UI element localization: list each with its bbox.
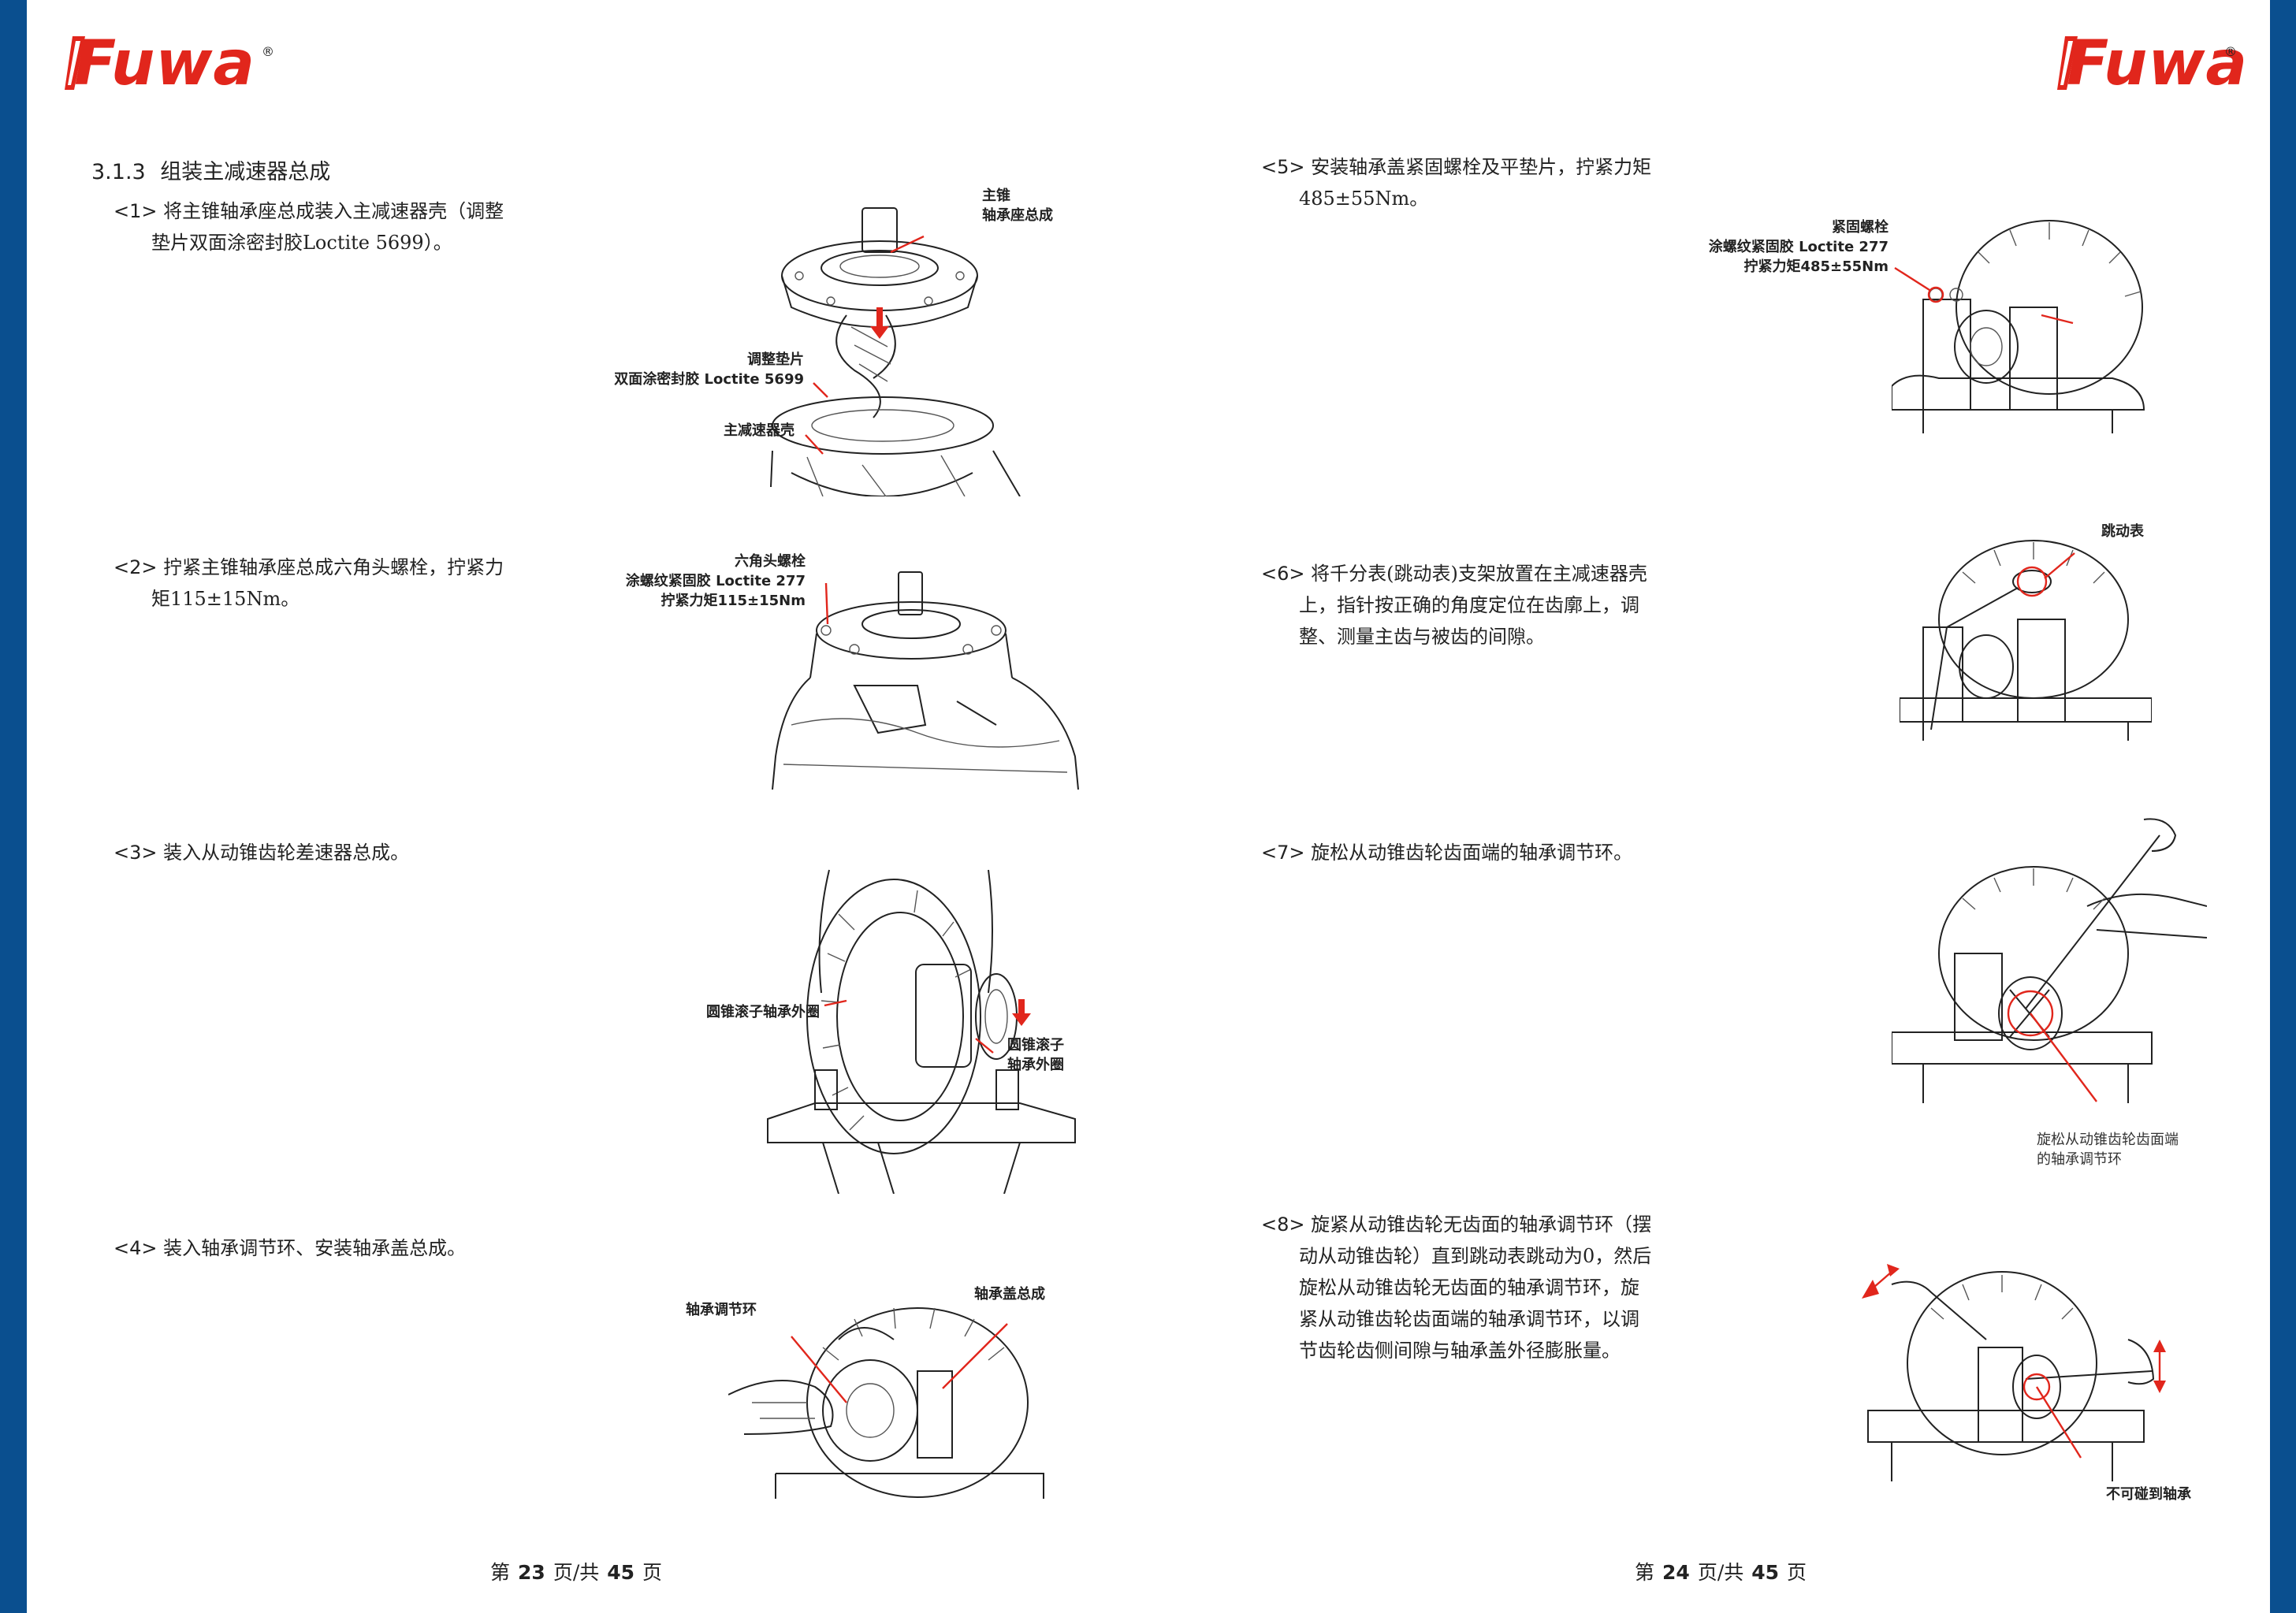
fuwa-logo: Fuwa ®: [2056, 28, 2249, 99]
step-number: <1>: [113, 200, 158, 222]
right-page: Fuwa ® <5> 安装轴承盖紧固螺栓及平垫片，拧紧力矩 485±55Nm。 …: [1135, 0, 2270, 1613]
step-line: 旋紧从动锥齿轮无齿面的轴承调节环（摆: [1311, 1213, 1652, 1236]
footer-page-number: 23: [518, 1561, 545, 1584]
step-line: 将千分表(跳动表)支架放置在主减速器壳: [1311, 563, 1647, 585]
adjusting-ring-figure: [728, 1307, 1044, 1499]
figure-4-label-cap: 轴承盖总成: [974, 1286, 1045, 1303]
step-number: <6>: [1261, 563, 1305, 585]
step-1-text: <1> 将主锥轴承座总成装入主减速器壳（调整 垫片双面涂密封胶Loctite 5…: [113, 195, 504, 258]
figure-2-label: 六角头螺栓 涂螺纹紧固胶 Loctite 277 拧紧力矩115±15Nm: [594, 552, 806, 611]
pinion-bearing-housing-figure: [770, 207, 1021, 496]
footer-suffix: 页: [1787, 1561, 1807, 1584]
label-line: 主锥: [982, 188, 1010, 204]
footer-page-number: 24: [1662, 1561, 1690, 1584]
step-line: 节齿轮齿侧间隙与轴承盖外径膨胀量。: [1299, 1340, 1621, 1362]
step-line: 装入从动锥齿轮差速器总成。: [163, 842, 410, 864]
fuwa-logo: Fuwa ®: [63, 28, 274, 99]
step-line: 紧从动锥齿轮齿面端的轴承调节环，以调: [1299, 1308, 1639, 1330]
figure-8-label: 不可碰到轴承: [2106, 1486, 2191, 1503]
label-line: 圆锥滚子: [1007, 1037, 1064, 1054]
step-number: <5>: [1261, 156, 1305, 178]
step-6-text: <6> 将千分表(跳动表)支架放置在主减速器壳 上，指针按正确的角度定位在齿廓上…: [1261, 558, 1647, 652]
loosen-adjusting-ring-figure: [1892, 818, 2207, 1103]
label-line: 的轴承调节环: [2037, 1151, 2122, 1168]
footer-total-pages: 45: [1751, 1561, 1780, 1584]
hex-bolt-tightening-figure: [772, 571, 1079, 790]
registered-mark: ®: [262, 44, 274, 59]
step-number: <3>: [113, 842, 158, 864]
footer-prefix: 第: [490, 1561, 511, 1584]
label-line: 旋松从动锥齿轮齿面端: [2037, 1132, 2179, 1148]
step-line: 拧紧主锥轴承座总成六角头螺栓，拧紧力: [163, 556, 504, 578]
label-line: 拧紧力矩115±15Nm: [661, 593, 806, 609]
differential-assembly-figure: [767, 869, 1076, 1194]
label-line: 调整垫片: [747, 351, 804, 368]
label-line: 涂螺纹紧固胶 Loctite 277: [625, 573, 806, 589]
step-line: 装入轴承调节环、安装轴承盖总成。: [163, 1237, 467, 1259]
figure-1-label-housing: 主减速器壳: [724, 422, 794, 439]
bearing-cap-bolt-figure: [1892, 220, 2145, 433]
figure-5-label: 紧固螺栓 涂螺纹紧固胶 Loctite 277 拧紧力矩485±55Nm: [1695, 217, 1889, 277]
label-line: 紧固螺栓: [1832, 219, 1889, 236]
label-line: 轴承外圈: [1007, 1057, 1064, 1073]
step-number: <8>: [1261, 1213, 1305, 1236]
figure-4-label-ring: 轴承调节环: [686, 1302, 757, 1318]
step-line: 旋松从动锥齿轮齿面端的轴承调节环。: [1311, 842, 1633, 864]
logo-stripes-icon: [65, 36, 85, 90]
step-number: <4>: [113, 1237, 158, 1259]
footer-total-pages: 45: [607, 1561, 635, 1584]
label-line: 涂螺纹紧固胶 Loctite 277: [1708, 239, 1889, 255]
label-line: 六角头螺栓: [735, 553, 806, 570]
page-footer: 第 24 页/共 45 页: [1635, 1557, 1807, 1585]
step-8-text: <8> 旋紧从动锥齿轮无齿面的轴承调节环（摆 动从动锥齿轮）直到跳动表跳动为0，…: [1261, 1209, 1651, 1366]
step-line: 整、测量主齿与被齿的间隙。: [1299, 626, 1545, 648]
step-number: <7>: [1261, 842, 1305, 864]
step-2-text: <2> 拧紧主锥轴承座总成六角头螺栓，拧紧力 矩115±15Nm。: [113, 552, 504, 615]
tighten-adjusting-ring-figure: [1862, 1264, 2166, 1481]
step-7-text: <7> 旋松从动锥齿轮齿面端的轴承调节环。: [1261, 837, 1632, 868]
figure-1-label-pinion: 主锥 轴承座总成: [982, 186, 1053, 225]
step-line: 485±55Nm。: [1299, 188, 1429, 210]
figure-3-label-outer-ring: 圆锥滚子轴承外圈: [706, 1004, 820, 1020]
right-side-bar: [2270, 0, 2296, 1613]
step-3-text: <3> 装入从动锥齿轮差速器总成。: [113, 837, 409, 868]
logo-wordmark: Fuwa: [74, 28, 256, 99]
left-side-bar: [0, 0, 27, 1613]
label-line: 双面涂密封胶 Loctite 5699: [614, 371, 804, 388]
label-line: 轴承座总成: [982, 207, 1053, 224]
logo-wordmark: Fuwa: [2067, 28, 2249, 99]
step-line: 旋松从动锥齿轮无齿面的轴承调节环，旋: [1299, 1277, 1639, 1299]
figure-6-label: 跳动表: [2101, 523, 2144, 540]
step-line: 动从动锥齿轮）直到跳动表跳动为0，然后: [1299, 1245, 1652, 1267]
page-footer: 第 23 页/共 45 页: [490, 1557, 662, 1585]
step-line: 将主锥轴承座总成装入主减速器壳（调整: [163, 200, 504, 222]
figure-1-label-shim: 调整垫片 双面涂密封胶 Loctite 5699: [601, 350, 804, 389]
registered-mark: ®: [2224, 44, 2237, 59]
step-number: <2>: [113, 556, 158, 578]
step-line: 垫片双面涂密封胶Loctite 5699）。: [151, 232, 452, 254]
step-line: 上，指针按正确的角度定位在齿廓上，调: [1299, 594, 1639, 616]
footer-prefix: 第: [1635, 1561, 1655, 1584]
dial-indicator-figure: [1900, 540, 2152, 741]
step-line: 矩115±15Nm。: [151, 588, 300, 610]
figure-7-label: 旋松从动锥齿轮齿面端 的轴承调节环: [2037, 1130, 2179, 1169]
section-number: 3.1.3: [91, 160, 146, 184]
footer-mid: 页/共: [1697, 1561, 1744, 1584]
footer-suffix: 页: [642, 1561, 663, 1584]
figure-3-label-bearing: 圆锥滚子 轴承外圈: [1007, 1035, 1064, 1075]
logo-stripes-icon: [2057, 36, 2078, 90]
step-line: 安装轴承盖紧固螺栓及平垫片，拧紧力矩: [1311, 156, 1652, 178]
section-title: 组装主减速器总成: [160, 160, 331, 184]
step-5-text: <5> 安装轴承盖紧固螺栓及平垫片，拧紧力矩 485±55Nm。: [1261, 151, 1651, 214]
footer-mid: 页/共: [553, 1561, 600, 1584]
step-4-text: <4> 装入轴承调节环、安装轴承盖总成。: [113, 1232, 466, 1264]
left-page: Fuwa ® 3.1.3 组装主减速器总成 <1> 将主锥轴承座总成装入主减速器…: [27, 0, 1162, 1613]
section-heading: 3.1.3 组装主减速器总成: [91, 154, 330, 185]
label-line: 拧紧力矩485±55Nm: [1743, 258, 1889, 275]
